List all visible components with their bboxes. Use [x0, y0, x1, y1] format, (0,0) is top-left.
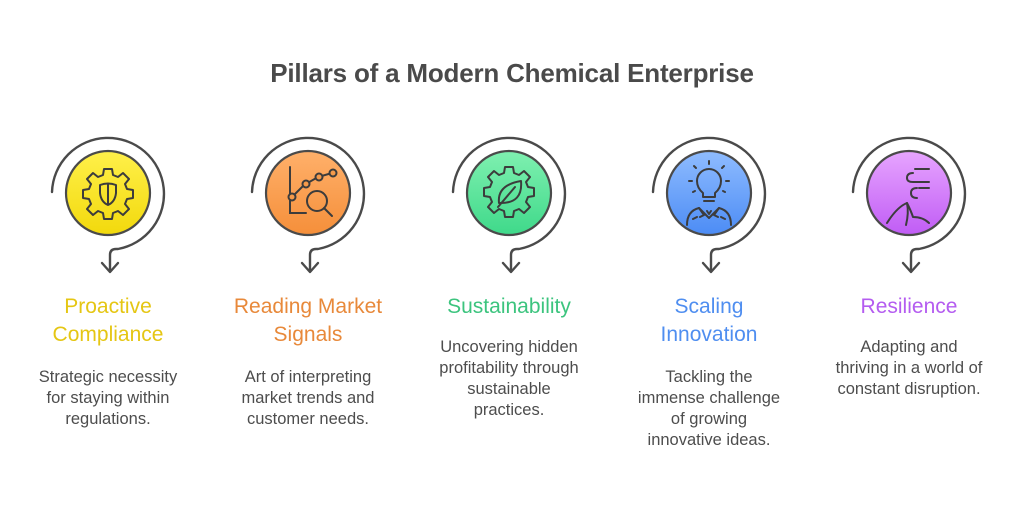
- pillar-icon-badge: [409, 125, 609, 285]
- pillar-heading: Resilience: [809, 293, 1009, 321]
- gear-leaf-icon: [483, 166, 535, 218]
- pillar-icon-badge: [609, 125, 809, 285]
- description-line: market trends and: [241, 389, 375, 407]
- pillar-icon-badge: [809, 125, 1009, 285]
- heading-line: Scaling: [674, 295, 744, 318]
- pillar-description: Uncovering hidden profitability through …: [409, 337, 609, 421]
- heading-line: Proactive: [64, 295, 152, 318]
- heading-line: Compliance: [52, 323, 164, 346]
- pillar-description: Strategic necessity for staying within r…: [8, 367, 208, 430]
- description-line: profitability through: [439, 359, 579, 377]
- description-line: sustainable: [467, 380, 551, 398]
- pillar-icon-badge: [208, 125, 408, 285]
- gear-shield-icon: [82, 168, 134, 220]
- description-line: innovative ideas.: [647, 431, 771, 449]
- heading-line: Sustainability: [447, 295, 571, 318]
- description-line: Uncovering hidden: [440, 338, 578, 356]
- description-line: practices.: [473, 401, 545, 419]
- chart-magnifier-icon: [287, 166, 338, 217]
- description-line: customer needs.: [247, 410, 369, 428]
- pillar-heading: Scaling Innovation: [609, 293, 809, 349]
- description-line: constant disruption.: [837, 380, 981, 398]
- description-line: Strategic necessity: [38, 368, 178, 386]
- pillar-heading: Proactive Compliance: [8, 293, 208, 349]
- page-title: Pillars of a Modern Chemical Enterprise: [270, 58, 754, 88]
- description-line: Tackling the: [665, 368, 753, 386]
- pillar-description: Art of interpreting market trends and cu…: [208, 367, 408, 430]
- description-line: of growing: [670, 410, 748, 428]
- wind-mountain-icon: [886, 168, 930, 226]
- lightbulb-person-icon: [686, 160, 732, 226]
- description-line: Adapting and: [860, 338, 958, 356]
- description-line: for staying within: [46, 389, 170, 407]
- description-line: thriving in a world of: [835, 359, 983, 377]
- heading-line: Resilience: [860, 295, 958, 318]
- heading-line: Innovation: [660, 323, 758, 346]
- description-line: Art of interpreting: [244, 368, 372, 386]
- pillar-heading: Sustainability: [409, 293, 609, 321]
- heading-line: Signals: [273, 323, 343, 346]
- pillar-description: Tackling the immense challenge of growin…: [609, 367, 809, 451]
- description-line: immense challenge: [637, 389, 781, 407]
- pillar-description: Adapting and thriving in a world of cons…: [809, 337, 1009, 400]
- pillar-icon-badge: [8, 125, 208, 285]
- pillar-heading: Reading Market Signals: [208, 293, 408, 349]
- description-line: regulations.: [65, 410, 151, 428]
- heading-line: Reading Market: [233, 295, 383, 318]
